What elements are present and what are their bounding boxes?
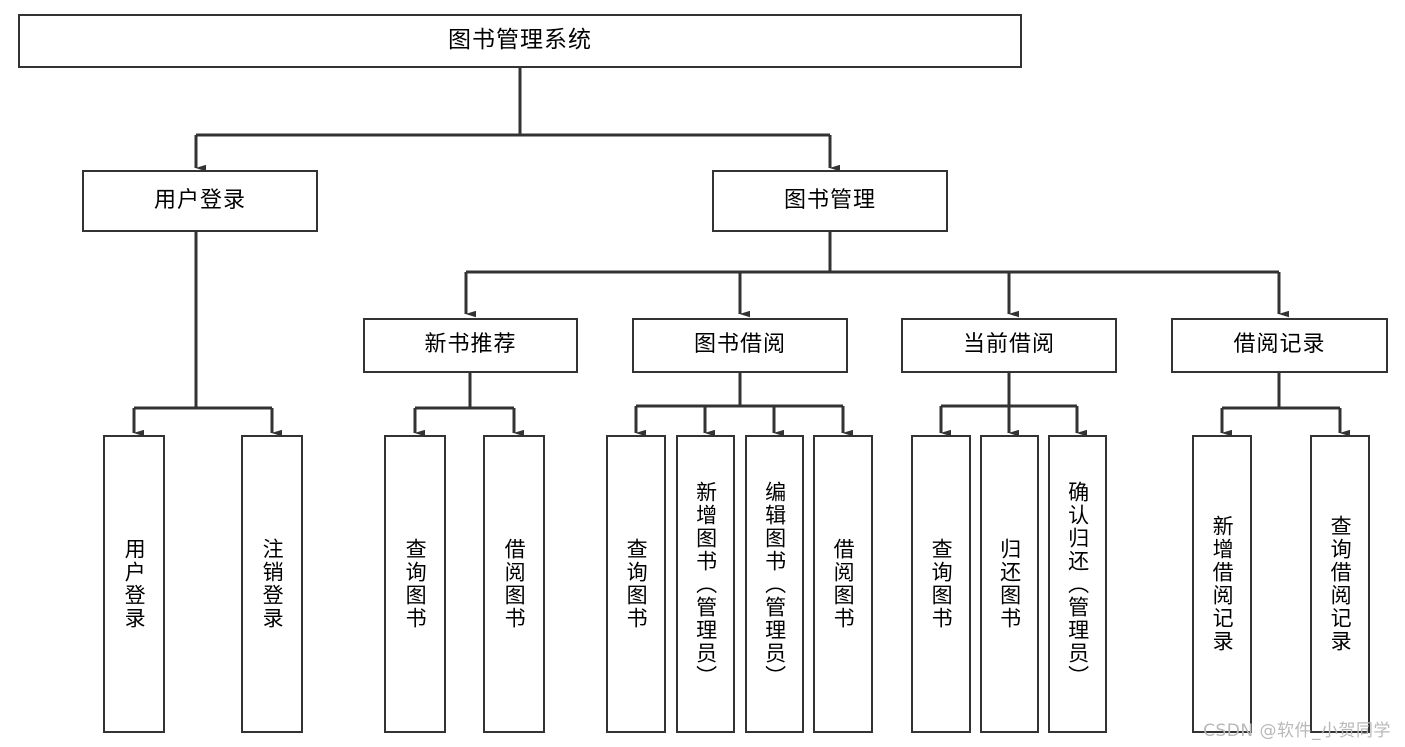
- node-label: 查询图书: [929, 538, 954, 630]
- node-label: 用户登录: [122, 538, 147, 630]
- node-label: 编辑图书（管理员）: [762, 480, 787, 688]
- watermark-csdn: CSDN @软件_小贺同学: [1203, 721, 1391, 741]
- leaf-borrow-add-book-admin[interactable]: 新增图书（管理员）: [676, 435, 735, 733]
- node-label: 图书借阅: [693, 332, 786, 358]
- node-label: 借阅图书: [831, 538, 856, 630]
- leaf-borrow-edit-book-admin[interactable]: 编辑图书（管理员）: [745, 435, 804, 733]
- node-label: 归还图书: [997, 538, 1022, 630]
- node-label: 借阅图书: [502, 538, 527, 630]
- leaf-current-confirm-return-admin[interactable]: 确认归还（管理员）: [1048, 435, 1107, 733]
- leaf-user-login-logout[interactable]: 注销登录: [241, 435, 303, 733]
- node-label: 新书推荐: [424, 332, 517, 358]
- leaf-current-query-book[interactable]: 查询图书: [911, 435, 971, 733]
- node-label: 当前借阅: [962, 332, 1055, 358]
- node-label: 新增图书（管理员）: [693, 480, 718, 688]
- node-label: 借阅记录: [1233, 332, 1326, 358]
- leaf-record-add-record[interactable]: 新增借阅记录: [1192, 435, 1252, 733]
- leaf-new-book-borrow[interactable]: 借阅图书: [483, 435, 545, 733]
- node-label: 新增借阅记录: [1210, 515, 1235, 653]
- node-current-borrow[interactable]: 当前借阅: [901, 318, 1117, 373]
- node-label: 确认归还（管理员）: [1065, 480, 1090, 688]
- node-book-management[interactable]: 图书管理: [712, 170, 948, 232]
- leaf-record-query-record[interactable]: 查询借阅记录: [1310, 435, 1370, 733]
- leaf-borrow-borrow-book[interactable]: 借阅图书: [813, 435, 873, 733]
- node-label: 图书管理: [783, 187, 876, 213]
- node-new-book-recommend[interactable]: 新书推荐: [363, 318, 578, 373]
- node-user-login[interactable]: 用户登录: [82, 170, 318, 232]
- node-label: 注销登录: [260, 538, 285, 630]
- node-root-system[interactable]: 图书管理系统: [18, 14, 1022, 68]
- node-label: 查询图书: [403, 538, 428, 630]
- node-label: 查询图书: [624, 538, 649, 630]
- leaf-new-book-query[interactable]: 查询图书: [384, 435, 446, 733]
- node-borrow-record[interactable]: 借阅记录: [1171, 318, 1388, 373]
- leaf-current-return-book[interactable]: 归还图书: [980, 435, 1039, 733]
- node-label: 查询借阅记录: [1328, 515, 1353, 653]
- leaf-user-login-login[interactable]: 用户登录: [103, 435, 165, 733]
- node-label: 用户登录: [153, 187, 246, 213]
- node-book-borrow[interactable]: 图书借阅: [632, 318, 848, 373]
- node-label: 图书管理系统: [448, 27, 592, 54]
- leaf-borrow-query-book[interactable]: 查询图书: [606, 435, 666, 733]
